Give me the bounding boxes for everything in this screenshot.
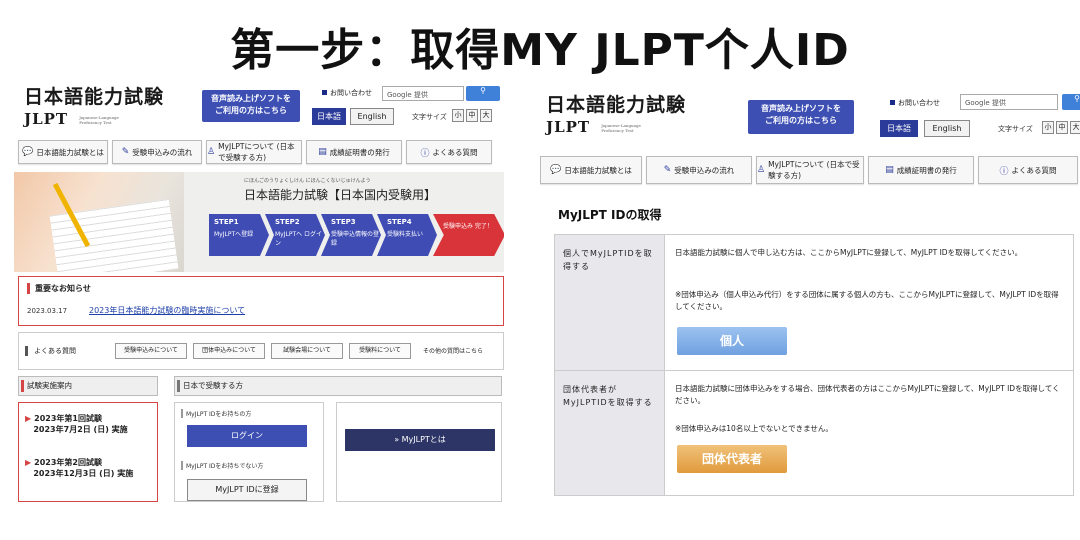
screen-reader-banner[interactable]: 音声読み上げソフトを ご利用の方はこちら <box>748 100 854 134</box>
group-representative-button[interactable]: 団体代表者 <box>677 445 787 473</box>
nav-certificate[interactable]: ▤成績証明書の発行 <box>868 156 974 184</box>
search-icon: ⚲ <box>1074 94 1080 103</box>
main-nav: 💬日本語能力試験とは ✎受験申込みの流れ ♙MyJLPTについて (日本で受験す… <box>540 156 1078 184</box>
notice-date: 2023.03.17 <box>27 307 68 315</box>
row-label: 団体代表者がMyJLPTIDを取得する <box>555 371 665 495</box>
jlpt-logo[interactable]: 日本語能力試験 JLPT Japanese-Language Proficien… <box>546 94 687 136</box>
myjlpt-box: » MyJLPTとは <box>336 402 502 502</box>
japan-heading: 日本で受験する方 <box>174 376 502 396</box>
important-notice: 重要なお知らせ 2023.03.17 2023年日本語能力試験の臨時実施について <box>18 276 504 326</box>
pencil-icon: ✎ <box>663 165 672 175</box>
notice-heading: 重要なお知らせ <box>27 283 91 294</box>
font-size-small[interactable]: 小 <box>452 109 464 122</box>
person-icon: ♙ <box>757 165 766 175</box>
notice-link[interactable]: 2023年日本語能力試験の臨時実施について <box>89 306 246 315</box>
individual-button[interactable]: 個人 <box>677 327 787 355</box>
schedule-heading: 試験実施案内 <box>18 376 158 396</box>
font-size-large[interactable]: 大 <box>1070 121 1080 134</box>
nav-about[interactable]: 💬日本語能力試験とは <box>18 140 108 164</box>
schedule-list: ▶2023年第1回試験 2023年7月2日 (日) 実施 ▶2023年第2回試験… <box>18 402 158 502</box>
right-screenshot: 日本語能力試験 JLPT Japanese-Language Proficien… <box>540 88 1080 498</box>
faq-venue[interactable]: 試験会場について <box>271 343 343 359</box>
search-icon: ⚲ <box>480 86 486 95</box>
nav-myjlpt[interactable]: ♙MyJLPTについて (日本で受験する方) <box>756 156 864 184</box>
register-button[interactable]: MyJLPT IDに登録 <box>187 479 307 501</box>
main-nav: 💬日本語能力試験とは ✎受験申込みの流れ ♙MyJLPTについて (日本で受験す… <box>18 140 492 164</box>
font-size-label: 文字サイズ <box>412 113 447 121</box>
font-size-label: 文字サイズ <box>998 125 1033 133</box>
contact-link[interactable]: お問い合わせ <box>322 88 372 98</box>
font-size-medium[interactable]: 中 <box>1056 121 1068 134</box>
search-input[interactable]: Google 提供 <box>960 94 1058 110</box>
faq-application[interactable]: 受験申込みについて <box>115 343 187 359</box>
speech-bubble-icon: 💬 <box>22 147 34 157</box>
step-complete[interactable]: 受験申込み 完了！ <box>433 214 504 256</box>
section-title: MyJLPT IDの取得 <box>558 208 662 222</box>
lang-english-button[interactable]: English <box>924 120 970 137</box>
question-icon: ⓘ <box>420 148 430 159</box>
person-icon: ♙ <box>207 147 216 157</box>
hero-banner: にほんごのうりょくしけん にほんこくないじゅけんよう 日本語能力試験【日本国内受… <box>14 172 504 272</box>
page-title: 第一步：取得MY JLPT个人ID <box>230 25 850 76</box>
schedule-item[interactable]: ▶2023年第2回試験 2023年12月3日 (日) 実施 <box>25 458 134 478</box>
search-button[interactable]: ⚲ <box>466 86 500 101</box>
about-myjlpt-button[interactable]: » MyJLPTとは <box>345 429 495 451</box>
pencil-icon: ✎ <box>121 147 130 157</box>
login-box: MyJLPT IDをお持ちの方 ログイン MyJLPT IDをお持ちでない方 M… <box>174 402 324 502</box>
id-table: 個人でMyJLPTIDを取得する 日本語能力試験に個人で申し込む方は、ここからM… <box>554 234 1074 496</box>
nav-certificate[interactable]: ▤成績証明書の発行 <box>306 140 402 164</box>
table-row: 団体代表者がMyJLPTIDを取得する 日本語能力試験に団体申込みをする場合、団… <box>555 371 1073 495</box>
font-size-large[interactable]: 大 <box>480 109 492 122</box>
screen-reader-banner[interactable]: 音声読み上げソフトを ご利用の方はこちら <box>202 90 300 122</box>
font-size-medium[interactable]: 中 <box>466 109 478 122</box>
contact-link[interactable]: お問い合わせ <box>890 98 940 108</box>
login-button[interactable]: ログイン <box>187 425 307 447</box>
faq-group[interactable]: 団体申込みについて <box>193 343 265 359</box>
font-size-small[interactable]: 小 <box>1042 121 1054 134</box>
nav-myjlpt[interactable]: ♙MyJLPTについて (日本で受験する方) <box>206 140 302 164</box>
faq-bar: よくある質問 受験申込みについて 団体申込みについて 試験会場について 受験料に… <box>18 332 504 370</box>
nav-application-flow[interactable]: ✎受験申込みの流れ <box>646 156 752 184</box>
search-button[interactable]: ⚲ <box>1062 94 1080 110</box>
table-row: 個人でMyJLPTIDを取得する 日本語能力試験に個人で申し込む方は、ここからM… <box>555 235 1073 371</box>
search-input[interactable]: Google 提供 <box>382 86 464 101</box>
lang-japanese-button[interactable]: 日本語 <box>312 108 346 125</box>
hero-title: 日本語能力試験【日本国内受験用】 <box>244 188 437 202</box>
lang-english-button[interactable]: English <box>350 108 394 125</box>
schedule-item[interactable]: ▶2023年第1回試験 2023年7月2日 (日) 実施 <box>25 414 128 434</box>
nav-about[interactable]: 💬日本語能力試験とは <box>540 156 642 184</box>
document-icon: ▤ <box>885 165 894 175</box>
row-label: 個人でMyJLPTIDを取得する <box>555 235 665 370</box>
left-screenshot: 日本語能力試験 JLPT Japanese-Language Proficien… <box>14 80 504 510</box>
document-icon: ▤ <box>318 147 327 157</box>
nav-application-flow[interactable]: ✎受験申込みの流れ <box>112 140 202 164</box>
jlpt-logo[interactable]: 日本語能力試験 JLPT Japanese-Language Proficien… <box>24 86 165 128</box>
faq-more-link[interactable]: その他の質問はこちら <box>423 348 484 355</box>
lang-japanese-button[interactable]: 日本語 <box>880 120 918 137</box>
question-icon: ⓘ <box>999 166 1009 177</box>
faq-fee[interactable]: 受験料について <box>349 343 411 359</box>
speech-bubble-icon: 💬 <box>550 165 562 175</box>
